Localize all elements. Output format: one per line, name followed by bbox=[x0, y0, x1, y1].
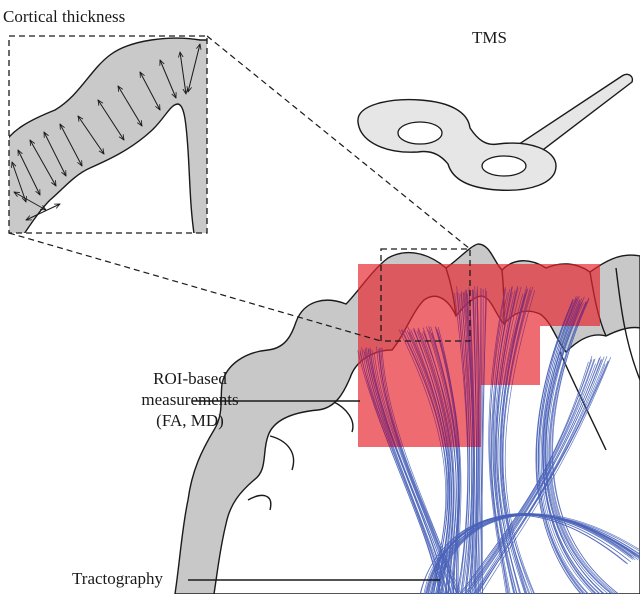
tractography-label: Tractography bbox=[72, 568, 163, 589]
roi-label-line-3: (FA, MD) bbox=[115, 410, 265, 431]
coil-hole-left bbox=[398, 122, 442, 144]
roi-label-line-1: ROI-based bbox=[115, 368, 265, 389]
coil-hole-right bbox=[482, 156, 526, 176]
roi-label-line-2: measurements bbox=[115, 389, 265, 410]
tms-label: TMS bbox=[472, 27, 507, 48]
cortical-thickness-label: Cortical thickness bbox=[3, 6, 125, 27]
roi-label: ROI-based measurements (FA, MD) bbox=[115, 368, 265, 431]
coil-body bbox=[358, 100, 556, 191]
figure-eight-coil-icon bbox=[358, 74, 632, 190]
cortical-thickness-inset bbox=[0, 36, 215, 240]
